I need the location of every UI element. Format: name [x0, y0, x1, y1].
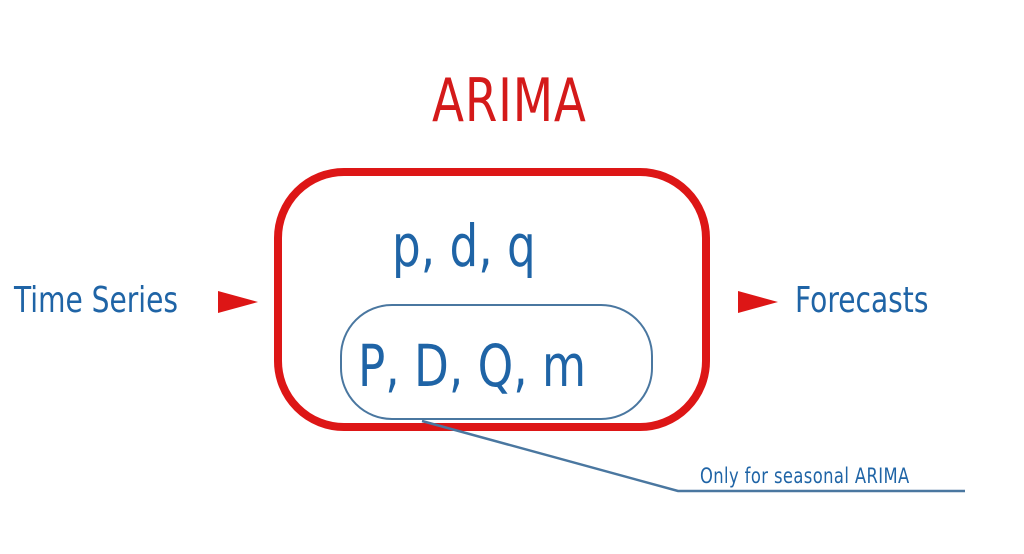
seasonal-params-box — [340, 304, 653, 420]
input-arrow-icon — [218, 291, 258, 313]
arima-model-box — [274, 168, 710, 431]
diagram-title: ARIMA — [432, 66, 587, 136]
input-label: Time Series — [14, 280, 179, 321]
seasonal-note: Only for seasonal ARIMA — [700, 464, 910, 488]
nonseasonal-params: p, d, q — [392, 212, 536, 280]
output-arrow-icon — [738, 291, 778, 313]
seasonal-params: P, D, Q, m — [358, 332, 587, 400]
output-label: Forecasts — [795, 280, 929, 321]
connector-line — [421, 419, 965, 493]
